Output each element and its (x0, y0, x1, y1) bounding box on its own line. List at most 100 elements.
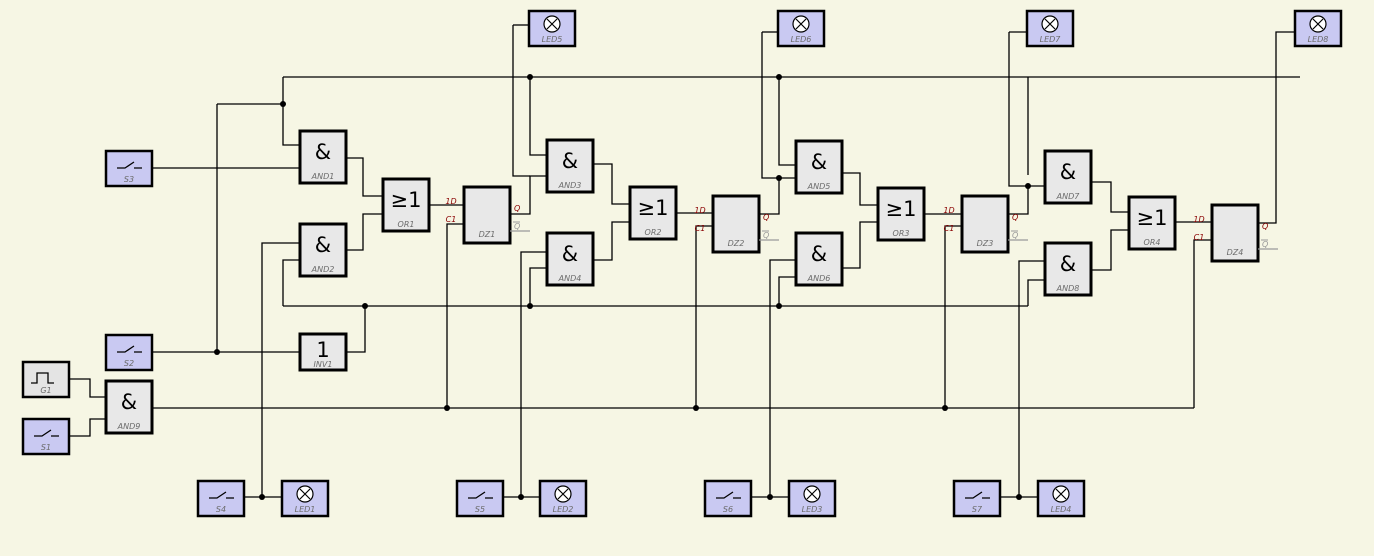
and-symbol: & (315, 140, 331, 164)
flipflop-body (1210, 203, 1260, 263)
switch-icon (117, 161, 142, 169)
lamp-cross (806, 488, 818, 500)
s4-to-and2 (261, 242, 300, 497)
and-symbol: & (562, 149, 578, 173)
switch-label: S1 (41, 443, 51, 452)
pin-clock-label: C1 (944, 224, 955, 233)
junction-dot (767, 494, 773, 500)
flipflop-label: DZ3 (977, 239, 994, 248)
switch-label: S4 (216, 505, 226, 514)
switch-label: S6 (723, 505, 733, 514)
dz2-q-to-led6 (761, 32, 779, 179)
and5-to-or3 (842, 172, 878, 206)
gate-label: AND8 (1056, 284, 1080, 293)
gate-label: AND2 (311, 265, 335, 274)
lamp-cross (1044, 18, 1056, 30)
switch-body (196, 479, 246, 518)
led-label: LED7 (1040, 35, 1062, 44)
gate-body (1043, 241, 1093, 297)
and2-to-or1 (346, 213, 383, 251)
wires (69, 24, 1300, 498)
junction-dot (444, 405, 450, 411)
s1-to-and9 (69, 418, 106, 437)
pin-q-label: Q (1012, 213, 1018, 222)
inverter-output (346, 306, 366, 353)
and1-to-or1 (346, 157, 383, 197)
and7-to-or4 (1091, 181, 1129, 213)
pin-qbar-label: Q (1012, 231, 1018, 240)
gate-label: OR3 (893, 229, 910, 238)
generator-body (21, 360, 71, 399)
led-led1: LED1 (280, 479, 330, 518)
junction-dot (527, 303, 533, 309)
switch-s7: S7 (952, 479, 1002, 518)
switch-s1: S1 (21, 417, 71, 456)
switch-label: S2 (124, 359, 134, 368)
led-label: LED2 (553, 505, 574, 514)
switch-icon (34, 429, 59, 437)
and8-to-or4 (1091, 229, 1129, 271)
top-rail-to-and3 (529, 77, 547, 156)
and-gate-and6: &AND6 (794, 231, 844, 287)
lower-rail-to-and6 (778, 276, 796, 306)
not-symbol: 1 (316, 338, 329, 362)
pin-qbar-label: Q (763, 231, 769, 240)
switch-label: S7 (972, 505, 983, 514)
led-label: LED3 (802, 505, 823, 514)
switch-s4: S4 (196, 479, 246, 518)
gate-body (104, 379, 154, 435)
or-symbol: ≥1 (886, 197, 917, 221)
switch-icon (468, 491, 493, 499)
led-label: LED8 (1308, 35, 1329, 44)
and4-to-or2 (593, 221, 630, 261)
led-label: LED4 (1051, 505, 1072, 514)
lower-rail-to-and4 (529, 267, 547, 306)
gate-body (1127, 195, 1177, 251)
gate-body (876, 186, 926, 242)
switch-s2: S2 (104, 333, 154, 372)
junction-dot (259, 494, 265, 500)
dz1-q-to-led5 (512, 25, 530, 177)
gate-body (298, 129, 348, 185)
top-rail-to-and5 (778, 77, 796, 166)
led-led4: LED4 (1036, 479, 1086, 518)
pin-q-label: Q (1262, 222, 1268, 231)
junction-dot (214, 349, 220, 355)
pin-clock-label: C1 (1194, 233, 1205, 242)
gate-label: AND9 (117, 422, 141, 431)
junction-dot (1016, 494, 1022, 500)
led-label: LED5 (542, 35, 563, 44)
led-label: LED6 (791, 35, 812, 44)
lamp-cross (546, 18, 558, 30)
junction-dot (280, 101, 286, 107)
dz2-q-to-and5 (759, 177, 796, 215)
and-gate-and3: & AND3 (545, 138, 595, 194)
clock-to-dz4 (1193, 239, 1212, 408)
pulse-icon (31, 372, 54, 384)
and3-to-or2 (593, 163, 630, 205)
switch-body (703, 479, 753, 518)
and-symbol: & (1060, 252, 1076, 276)
gate-body (628, 185, 678, 241)
lamp-cross (1312, 18, 1324, 30)
lamp-cross (1055, 488, 1067, 500)
and-symbol: & (315, 233, 331, 257)
pin-q-label: Q (763, 213, 769, 222)
g1-to-and9 (69, 378, 106, 398)
gate-body (298, 222, 348, 278)
inverter-label: INV1 (314, 360, 333, 369)
dz1-q-to-and3 (510, 175, 547, 215)
s6-to-and6 (769, 259, 796, 497)
junction-dot (518, 494, 524, 500)
flipflop-label: DZ2 (728, 239, 745, 248)
gate-label: AND3 (558, 181, 582, 190)
led-led8: LED8 (1293, 9, 1343, 48)
switch-icon (716, 491, 741, 499)
led-led2: LED2 (538, 479, 588, 518)
and-gate-and2: & AND2 (298, 222, 348, 278)
gate-body (794, 139, 844, 195)
